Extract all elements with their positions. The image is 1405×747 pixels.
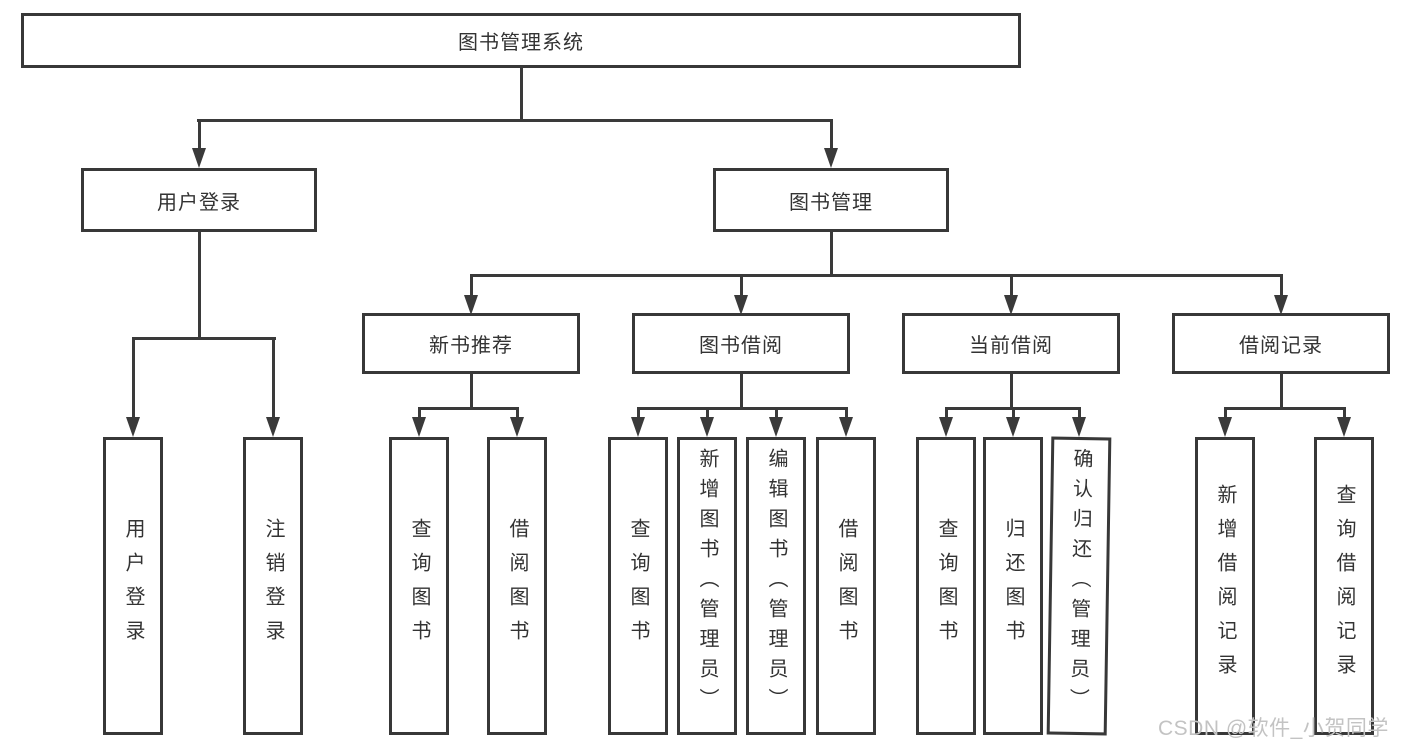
connector-line	[470, 372, 473, 410]
leaf-add-books-admin: 新增图书（管理员）	[677, 437, 737, 735]
connector-line	[1280, 274, 1283, 297]
connector-line	[470, 274, 1283, 277]
arrow-down-icon	[839, 417, 853, 437]
connector-line	[775, 407, 778, 419]
connector-line	[272, 337, 275, 419]
node-library-management-system: 图书管理系统	[21, 13, 1021, 68]
leaf-add-borrow-record: 新增借阅记录	[1195, 437, 1255, 735]
arrow-down-icon	[464, 295, 478, 315]
leaf-edit-books-admin: 编辑图书（管理员）	[746, 437, 806, 735]
leaf-query-books-recommend: 查询图书	[389, 437, 449, 735]
arrow-down-icon	[824, 148, 838, 168]
connector-line	[418, 407, 421, 419]
connector-line	[1224, 407, 1227, 419]
connector-line	[637, 407, 640, 419]
node-label: 图书借阅	[699, 335, 783, 357]
node-book-borrowing: 图书借阅	[632, 313, 850, 374]
node-label: 借阅记录	[1239, 335, 1323, 357]
leaf-label: 借阅图书	[506, 518, 528, 654]
leaf-query-borrow-record: 查询借阅记录	[1314, 437, 1374, 735]
leaf-label: 查询图书	[627, 518, 649, 654]
leaf-label: 查询图书	[935, 518, 957, 654]
connector-line	[516, 407, 519, 419]
arrow-down-icon	[700, 417, 714, 437]
node-label: 当前借阅	[969, 335, 1053, 357]
connector-line	[706, 407, 709, 419]
watermark: CSDN @软件_小贺同学	[1158, 717, 1389, 740]
leaf-label: 用户登录	[122, 518, 144, 654]
leaf-label: 查询图书	[408, 518, 430, 654]
connector-line	[520, 66, 523, 122]
leaf-borrow-books-recommend: 借阅图书	[487, 437, 547, 735]
node-new-book-recommendation: 新书推荐	[362, 313, 580, 374]
leaf-query-books-borrowing: 查询图书	[608, 437, 668, 735]
connector-line	[1010, 372, 1013, 410]
arrow-down-icon	[510, 417, 524, 437]
connector-line	[945, 407, 948, 419]
connector-line	[1224, 407, 1346, 410]
connector-line	[830, 230, 833, 277]
leaf-return-books: 归还图书	[983, 437, 1043, 735]
arrow-down-icon	[266, 417, 280, 437]
leaf-label: 新增图书（管理员）	[696, 448, 718, 718]
arrow-down-icon	[1072, 417, 1086, 437]
arrow-down-icon	[126, 417, 140, 437]
connector-line	[1010, 274, 1013, 297]
arrow-down-icon	[939, 417, 953, 437]
connector-line	[198, 119, 201, 150]
leaf-logout: 注销登录	[243, 437, 303, 735]
node-label: 新书推荐	[429, 335, 513, 357]
arrow-down-icon	[631, 417, 645, 437]
connector-line	[132, 337, 135, 419]
node-book-management: 图书管理	[713, 168, 949, 232]
node-label: 图书管理系统	[458, 32, 584, 54]
leaf-label: 新增借阅记录	[1214, 484, 1236, 688]
node-label: 用户登录	[157, 191, 241, 214]
leaf-query-books-current: 查询图书	[916, 437, 976, 735]
connector-line	[740, 372, 743, 410]
leaf-label: 确认归还（管理员）	[1065, 447, 1093, 719]
connector-line	[830, 119, 833, 150]
node-borrowing-records: 借阅记录	[1172, 313, 1390, 374]
arrow-down-icon	[1274, 295, 1288, 315]
node-user-login: 用户登录	[81, 168, 317, 232]
connector-line	[418, 407, 519, 410]
connector-line	[740, 274, 743, 297]
connector-line	[132, 337, 276, 340]
arrow-down-icon	[1337, 417, 1351, 437]
connector-line	[1012, 407, 1015, 419]
connector-line	[1280, 372, 1283, 410]
arrow-down-icon	[769, 417, 783, 437]
node-label: 图书管理	[789, 191, 873, 214]
leaf-label: 查询借阅记录	[1333, 484, 1355, 688]
leaf-user-login: 用户登录	[103, 437, 163, 735]
leaf-label: 归还图书	[1002, 518, 1024, 654]
arrow-down-icon	[192, 148, 206, 168]
arrow-down-icon	[1004, 295, 1018, 315]
leaf-label: 注销登录	[262, 518, 284, 654]
connector-line	[637, 407, 848, 410]
connector-line	[1343, 407, 1346, 419]
connector-line	[845, 407, 848, 419]
arrow-down-icon	[412, 417, 426, 437]
leaf-borrow-books: 借阅图书	[816, 437, 876, 735]
connector-line	[197, 119, 833, 122]
connector-line	[470, 274, 473, 297]
connector-line	[198, 230, 201, 340]
leaf-label: 借阅图书	[835, 518, 857, 654]
leaf-label: 编辑图书（管理员）	[765, 448, 787, 718]
node-current-borrowing: 当前借阅	[902, 313, 1120, 374]
connector-line	[1078, 407, 1081, 419]
arrow-down-icon	[734, 295, 748, 315]
arrow-down-icon	[1006, 417, 1020, 437]
leaf-confirm-return-admin: 确认归还（管理员）	[1046, 436, 1112, 736]
arrow-down-icon	[1218, 417, 1232, 437]
